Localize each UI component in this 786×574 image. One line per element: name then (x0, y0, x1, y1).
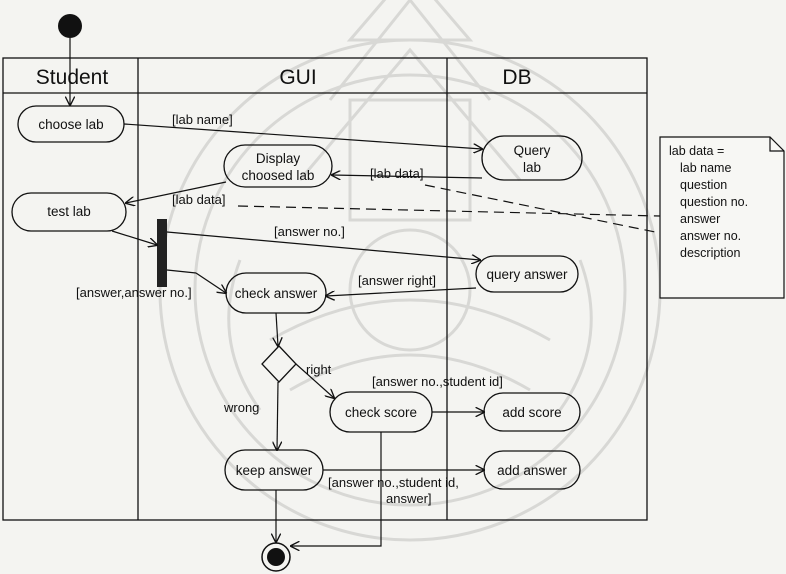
flow-label-right: right (306, 362, 332, 377)
flow-test-lab-to-fork (111, 230, 157, 245)
lane-header-db: DB (502, 66, 531, 89)
flow-label-wrong: wrong (223, 400, 259, 415)
final-node-ring (261, 542, 291, 572)
lane-header-student: Student (36, 66, 109, 89)
fork-bar (157, 219, 167, 287)
activity-label-query: Query (514, 143, 551, 158)
flow-check-to-decision (276, 312, 278, 346)
swimlane-frame (2, 57, 648, 521)
flow-fork-to-check-answer (195, 272, 226, 293)
activity-label-query-answer: query answer (486, 267, 568, 282)
note-line-4: question no. (680, 195, 748, 209)
flow-label-lab-data-2: [lab data] (172, 192, 226, 207)
flow-label-lab-data-1: [lab data] (370, 166, 424, 181)
activity-label-add-answer: add answer (497, 463, 567, 478)
activity-label-keep-answer: keep answer (236, 463, 313, 478)
flow-check-score-to-final (291, 432, 382, 546)
flow-decision-wrong (277, 381, 278, 450)
flow-label-answer-right: [answer right] (358, 273, 436, 288)
seal-watermark (158, 0, 662, 542)
activity-label-choose-lab: choose lab (38, 117, 103, 132)
activity-test-lab (11, 192, 127, 232)
flow-choose-to-query-lab (123, 123, 482, 149)
flow-fork-stub (166, 269, 197, 274)
flow-label-keep-line-2: answer] (386, 491, 432, 506)
activity-query-answer (475, 255, 579, 293)
final-node (267, 548, 285, 566)
note-lab-data: lab data = lab name question question no… (659, 136, 785, 299)
activity-display-choosed-lab (223, 144, 333, 188)
flow-label-keep-line-1: [answer no.,student id, (328, 475, 459, 490)
activity-label-add-score: add score (502, 405, 561, 420)
decision-node (261, 345, 297, 383)
note-connector-2 (237, 205, 661, 217)
note-line-5: answer (680, 212, 720, 226)
flow-fork-to-query-answer (166, 231, 480, 260)
note-line-2: lab name (680, 161, 731, 175)
note-connector-1 (424, 184, 661, 234)
flow-decision-right (295, 363, 334, 398)
activity-label-choosed-lab: choosed lab (242, 168, 315, 183)
flow-display-to-test-lab (126, 181, 227, 203)
flow-label-answer-no-student-id: [answer no.,student id] (372, 374, 503, 389)
note-line-7: description (680, 246, 740, 260)
lane-header-gui: GUI (279, 66, 316, 89)
activity-query-lab (481, 135, 583, 181)
note-line-6: answer no. (680, 229, 741, 243)
note-line-3: question (680, 178, 727, 192)
activity-label-test-lab: test lab (47, 204, 91, 219)
activity-label-check-score: check score (345, 405, 417, 420)
activity-label-check-answer: check answer (235, 286, 318, 301)
flow-query-lab-to-display (332, 175, 483, 178)
flow-label-answer-no: [answer no.] (274, 224, 345, 239)
activity-label-display: Display (256, 151, 301, 166)
flow-label-lab-name: [lab name] (172, 112, 233, 127)
flow-label-answer-answer-no: [answer,answer no.] (76, 285, 192, 300)
activity-label-lab: lab (523, 160, 541, 175)
flow-query-answer-to-check (326, 287, 477, 296)
initial-node (58, 14, 82, 38)
note-line-1: lab data = (669, 144, 724, 158)
